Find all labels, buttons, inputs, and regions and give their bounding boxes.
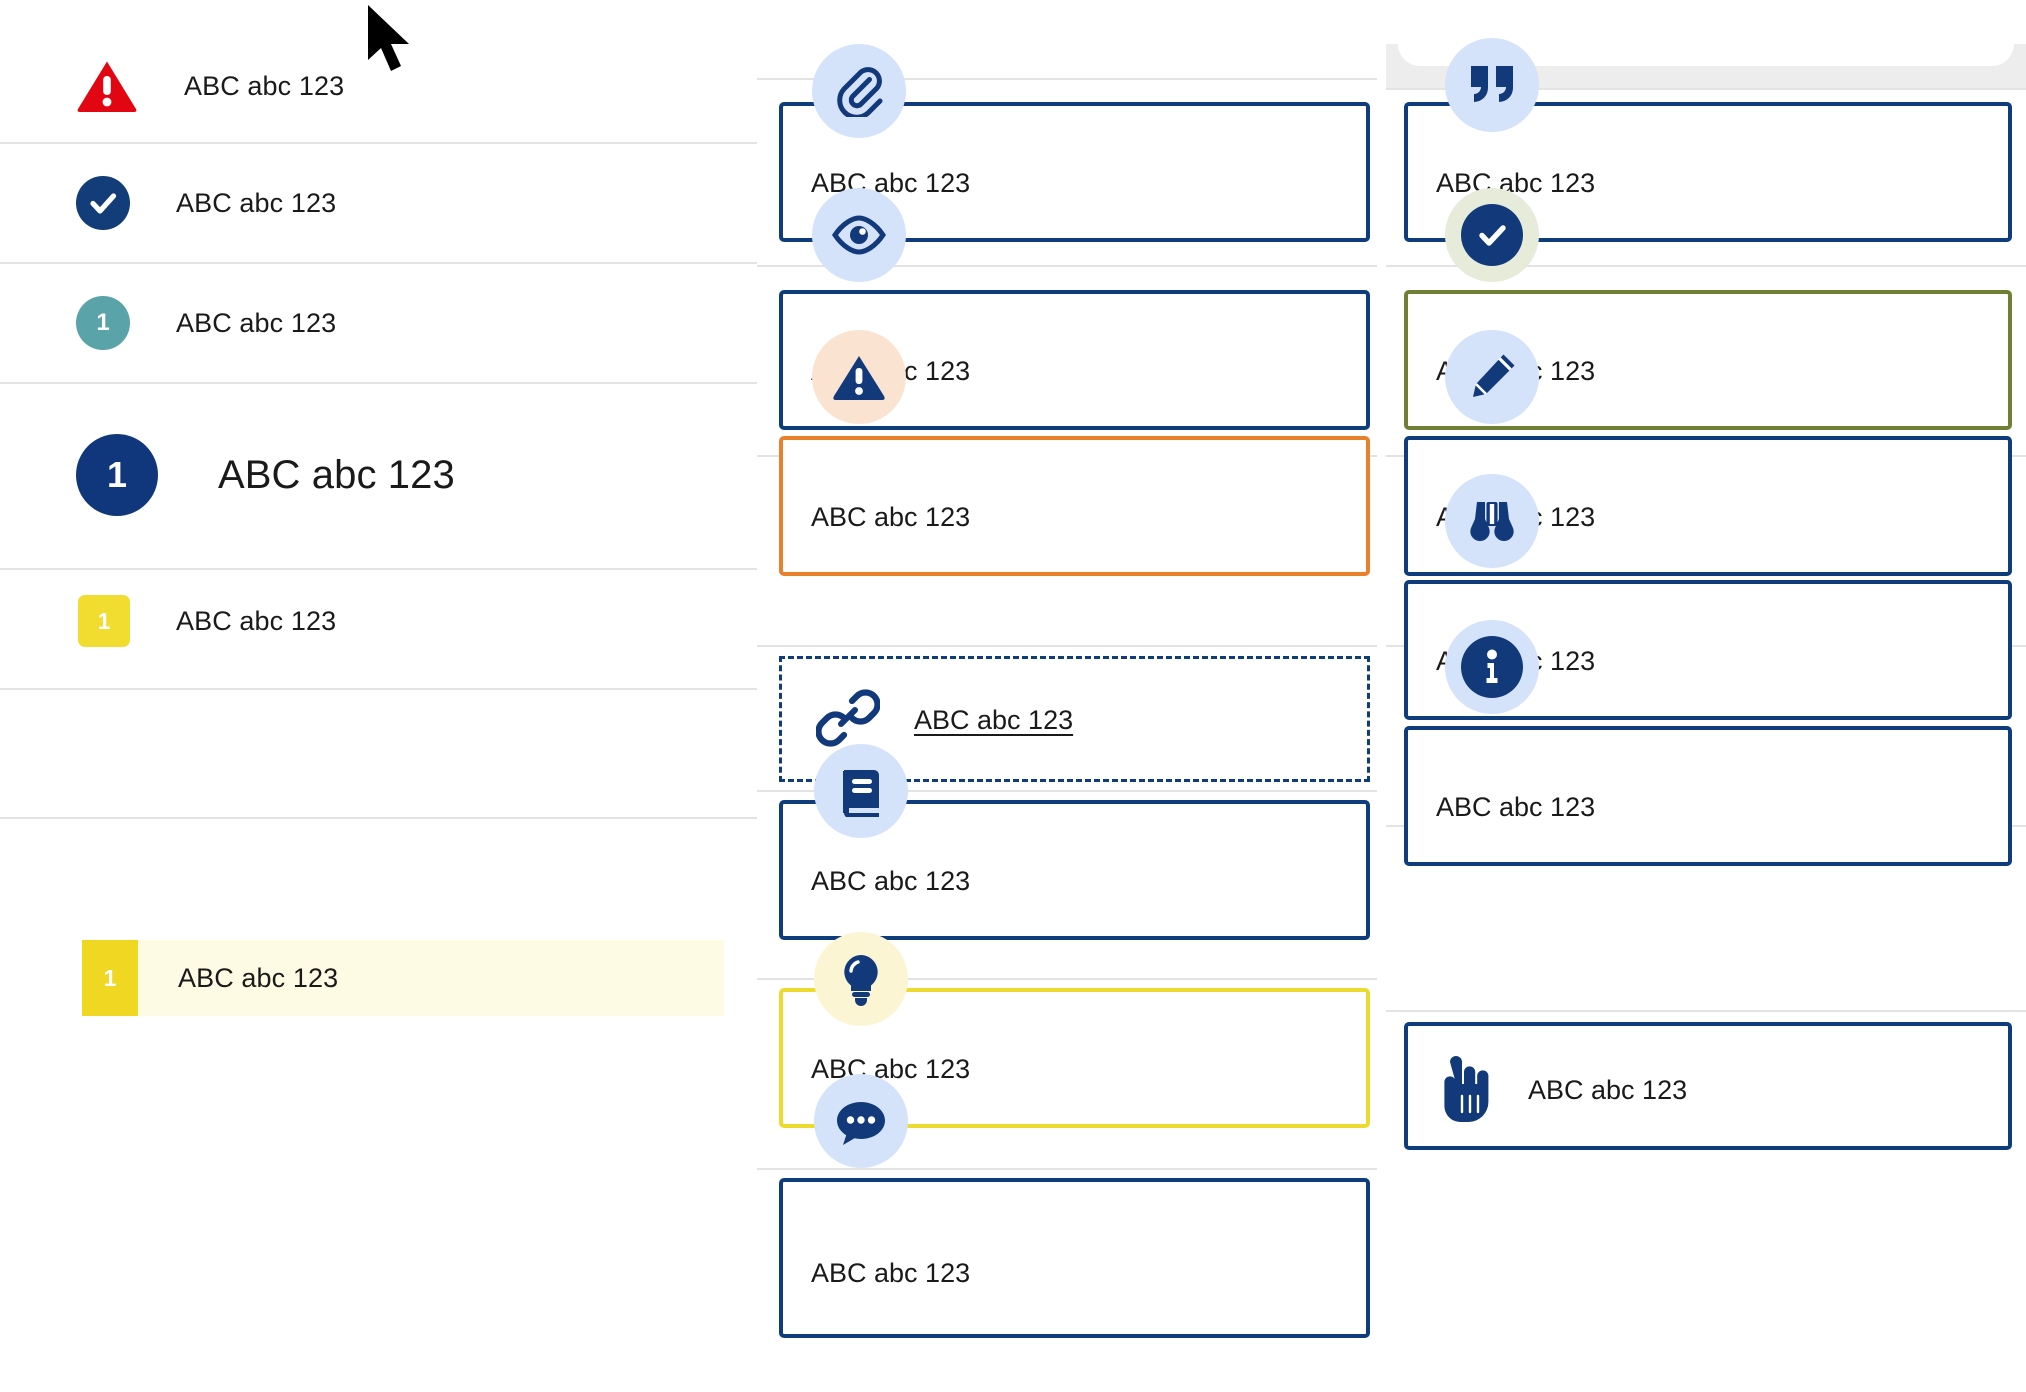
card-link-label[interactable]: ABC abc 123 — [914, 705, 1074, 735]
divider — [757, 1168, 1377, 1170]
badge-number: 1 — [97, 607, 111, 634]
mouse-cursor — [362, 2, 424, 78]
number-badge-icon: 1 — [76, 434, 158, 516]
divider — [1386, 265, 2026, 267]
card-warning[interactable]: ABC abc 123 — [779, 436, 1370, 576]
lightbulb-icon — [814, 932, 908, 1026]
link-chain-icon — [815, 687, 881, 754]
card-label: ABC abc 123 — [811, 502, 971, 532]
list-item-success[interactable]: ABC abc 123 — [76, 174, 676, 232]
info-circle-icon — [1445, 620, 1539, 714]
divider — [1386, 1010, 2026, 1012]
card-action-label: ABC abc 123 — [1528, 1075, 1688, 1105]
card-label: ABC abc 123 — [811, 866, 971, 896]
card-action[interactable]: ABC abc 123 — [1404, 1022, 2012, 1150]
number-badge-icon: 1 — [78, 595, 130, 647]
card-info[interactable]: ABC abc 123 — [1404, 726, 2012, 866]
card-label: ABC abc 123 — [1436, 792, 1596, 822]
divider — [0, 382, 757, 384]
list-item-step-highlighted[interactable]: 1 ABC abc 123 — [82, 940, 724, 1016]
list-item-step-large[interactable]: 1 ABC abc 123 — [76, 434, 726, 516]
number-badge-icon: 1 — [76, 296, 130, 350]
list-item-label: ABC abc 123 — [176, 307, 337, 338]
number-badge-icon: 1 — [82, 940, 138, 1016]
divider — [757, 645, 1377, 647]
card-comment[interactable]: ABC abc 123 — [779, 1178, 1370, 1338]
list-item-label: ABC abc 123 — [218, 452, 455, 497]
divider — [0, 262, 757, 264]
warning-triangle-icon — [76, 59, 138, 113]
divider — [757, 790, 1377, 792]
card-label: ABC abc 123 — [1436, 168, 1596, 198]
quotation-marks-icon — [1445, 38, 1539, 132]
chat-bubble-icon — [814, 1074, 908, 1168]
list-item-alert[interactable]: ABC abc 123 — [76, 56, 676, 116]
check-circle-icon — [76, 176, 130, 230]
pointing-hand-icon — [1436, 1052, 1494, 1129]
badge-number: 1 — [106, 454, 128, 495]
card-inline-content: ABC abc 123 — [1436, 1052, 1687, 1129]
divider — [0, 142, 757, 144]
list-item-label: ABC abc 123 — [178, 962, 339, 993]
badge-number: 1 — [96, 309, 110, 336]
binoculars-icon — [1445, 474, 1539, 568]
divider — [757, 78, 1377, 80]
card-inline-content: ABC abc 123 — [815, 687, 1074, 754]
divider — [0, 568, 757, 570]
divider — [0, 817, 757, 819]
divider — [1386, 88, 2026, 90]
card-label: ABC abc 123 — [811, 1258, 971, 1288]
list-item-label: ABC abc 123 — [176, 605, 337, 636]
left-column: ABC abc 123 ABC abc 123 1 ABC abc 123 1 … — [0, 0, 757, 1392]
paperclip-icon — [812, 44, 906, 138]
warning-triangle-icon — [812, 330, 906, 424]
badge-number: 1 — [103, 964, 117, 991]
book-icon — [814, 744, 908, 838]
list-item-step-teal[interactable]: 1 ABC abc 123 — [76, 294, 676, 352]
divider — [0, 688, 757, 690]
pencil-icon — [1445, 330, 1539, 424]
list-item-label: ABC abc 123 — [184, 70, 345, 101]
divider — [757, 978, 1377, 980]
list-item-step-yellow[interactable]: 1 ABC abc 123 — [78, 595, 678, 647]
eye-icon — [812, 188, 906, 282]
divider — [757, 265, 1377, 267]
check-circle-icon — [1445, 188, 1539, 282]
list-item-label: ABC abc 123 — [176, 187, 337, 218]
